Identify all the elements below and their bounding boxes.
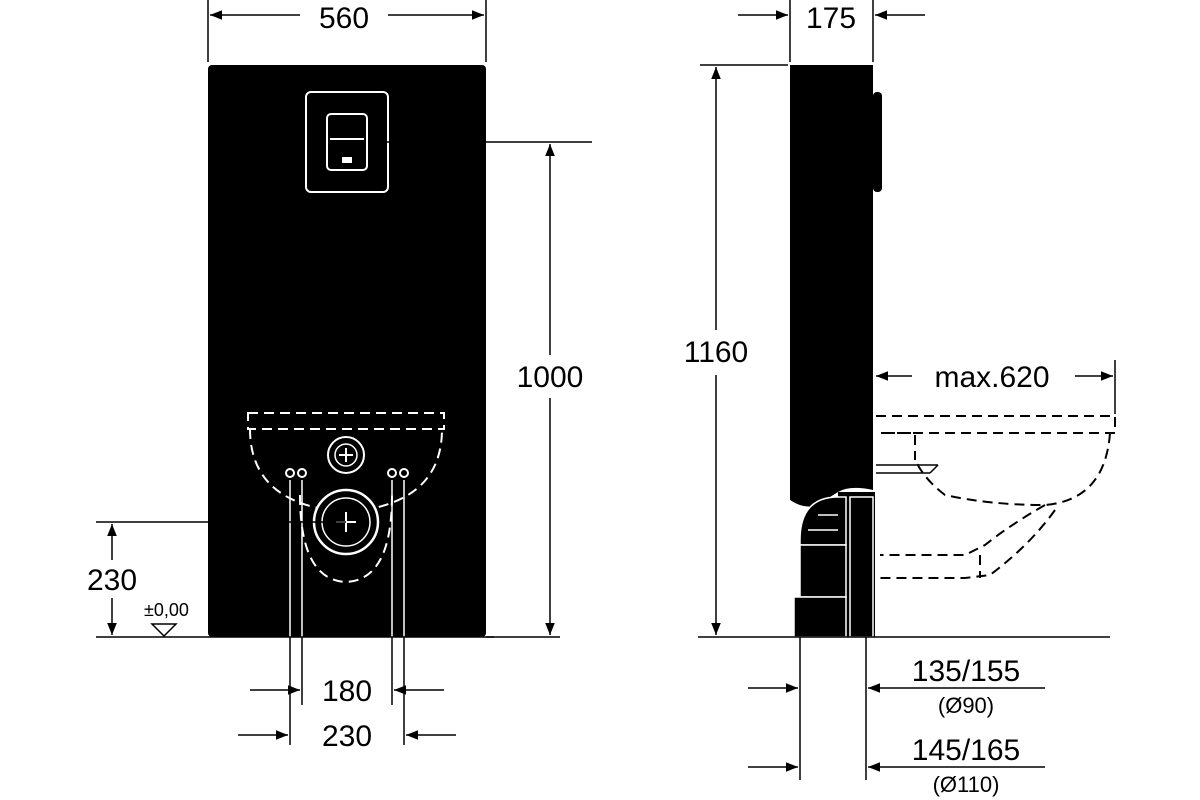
side-waste-bend [793, 492, 875, 638]
floor-level-label: ±0,00 [144, 600, 189, 620]
dim-d110-label: (Ø110) [933, 772, 1000, 797]
dim-135-155-label: 135/155 [912, 655, 1020, 688]
floor-level-symbol [150, 623, 178, 638]
dim-depth-side: 175 [738, 0, 925, 62]
bolt-centerlines [289, 480, 405, 637]
dim-outlet-height: 230 [87, 521, 346, 635]
dim-230-height-label: 230 [87, 564, 137, 597]
dim-total-height: 1160 [684, 64, 788, 635]
dim-145-165-label: 145/165 [912, 734, 1020, 767]
dim-180-label: 180 [322, 675, 372, 708]
dim-1000-label: 1000 [517, 361, 584, 394]
dim-pan-projection: max.620 [876, 360, 1116, 414]
flush-plate [305, 91, 389, 193]
dim-max620-label: max.620 [934, 361, 1049, 394]
dim-230-bottom-label: 230 [322, 720, 372, 753]
side-flush-plate [873, 92, 882, 192]
pan-outline-front [247, 412, 445, 584]
dim-bolt-230: 230 [238, 720, 456, 753]
dim-d90-label: (Ø90) [938, 693, 994, 718]
dim-560-label: 560 [319, 2, 369, 35]
dim-width-front: 560 [207, 0, 487, 62]
pan-outline-side [876, 415, 1116, 579]
front-panel [208, 65, 486, 637]
side-module-body [790, 65, 873, 507]
front-view: ±0,00 560 1000 230 180 [87, 0, 592, 753]
pan-fixing-rod [876, 464, 939, 474]
dim-1160-label: 1160 [684, 336, 749, 369]
dim-flush-height: 1000 [370, 141, 592, 638]
side-view: 175 1160 max.620 135/155 (Ø90) 145/16 [684, 0, 1116, 797]
dim-bolt-180: 180 [250, 675, 444, 708]
water-inlet [327, 436, 365, 474]
dim-175-label: 175 [806, 2, 856, 35]
fixing-bolts [285, 468, 409, 478]
dim-waste-offsets: 135/155 (Ø90) 145/165 (Ø110) [748, 637, 1045, 797]
